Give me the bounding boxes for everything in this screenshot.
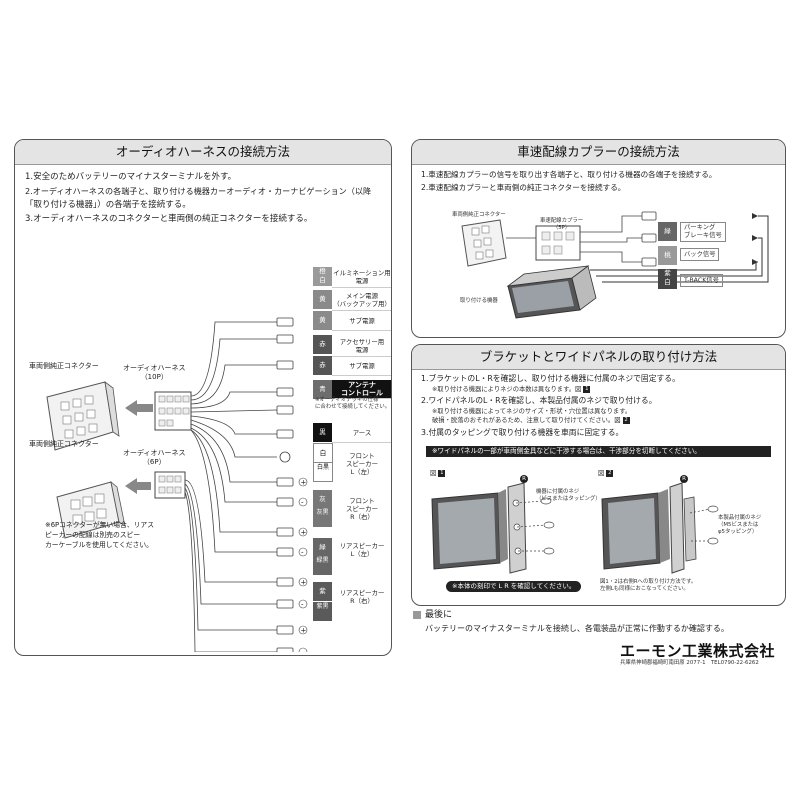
fig2-label-box: 2	[606, 469, 614, 477]
wire-color-0: 橙 白	[313, 267, 332, 286]
antenna-note: ※オーディオデッキの仕様 に合わせて接続してください。	[315, 397, 391, 410]
wire-color-6: 黒	[313, 423, 332, 442]
speaker-front-left-label: フロント スピーカー L（左）	[346, 452, 378, 476]
harness-wiring-diagram: + - + - + - + -	[46, 317, 308, 653]
lr-mark-note: ※本体の刻印で L R を確認してください。	[446, 581, 582, 592]
device-label: 取り付ける機器	[460, 298, 498, 304]
wire-function-0: イルミネーション用 電源	[332, 267, 391, 288]
signal-label-parking: パーキング ブレーキ信号	[680, 222, 726, 242]
vehicle-connector-6p-illustration	[56, 480, 126, 539]
fig1-label-text: 図	[430, 470, 437, 477]
bracket-title: ブラケットとワイドパネルの取り付け方法	[412, 345, 785, 370]
fig1-ref-box: 1	[583, 385, 591, 393]
wire-color-10: 灰黒	[313, 508, 332, 527]
wire-color-14: 紫黒	[313, 602, 332, 621]
svg-text:-: -	[301, 499, 304, 507]
wire-function-2: サブ電源	[332, 311, 391, 331]
audio-harness-title: オーディオハーネスの接続方法	[15, 140, 391, 165]
company-address: 兵庫県神崎郡福崎町南田原 2077-1 TEL0790-22-6262	[620, 660, 759, 666]
wire-color-11: 緑	[313, 538, 332, 557]
wire-function-3: アクセサリー用 電源	[332, 335, 391, 357]
bracket-step-1-note: ※取り付ける機器によりネジの本数は異なります。図 1	[432, 385, 591, 394]
fig1-label: 図 1	[430, 469, 446, 478]
signal-color-green: 緑	[658, 222, 677, 241]
wire-color-3: 赤	[313, 335, 332, 354]
fig-bottom-note: 図1・2は右側Rへの取り付け方法です。 左側Lも同様におこなってください。	[600, 579, 697, 592]
wire-function-5: アンテナ コントロール	[332, 380, 391, 399]
bracket-step-2-note-a: ※取り付ける機器によってネジのサイズ・形状・穴位置は異なります。	[432, 408, 632, 415]
final-text: バッテリーのマイナスターミナルを接続し、各電装品が正常に作動するか確認する。	[425, 624, 729, 633]
bracket-step-1-note-text: ※取り付ける機器によりネジの本数は異なります。図	[432, 386, 582, 393]
step-3: 3.オーディオハーネスのコネクターと車両側の純正コネクターを接続する。	[25, 214, 313, 224]
bracket-step-1: 1.ブラケットのL・Rを確認し、取り付ける機器に付属のネジで固定する。	[421, 374, 680, 383]
signal-label-tback: T-BACK信号	[680, 274, 723, 287]
vehicle-connector-label-bottom: 車両側純正コネクター	[29, 440, 99, 448]
speed-coupler-panel: 車速配線カプラーの接続方法 1.車速配線カプラーの信号を取り出す各端子と、取り付…	[411, 139, 786, 338]
bracket-step-2-note-b-text: 破損・脱落のおそれがあるため、注意して取り付けてください。図	[432, 417, 621, 424]
speed-step-2: 2.車速配線カプラーと車両側の純正コネクターを接続する。	[421, 183, 626, 192]
speed-coupler-diagram	[461, 211, 769, 319]
step-2: 2.オーディオハーネスの各端子と、取り付ける機器カーオーディオ・カーナビゲーショ…	[25, 186, 372, 196]
fig2-r-badge: R	[680, 475, 688, 483]
wire-color-4: 赤	[313, 356, 332, 375]
signal-color-purple-white: 紫 白	[658, 269, 677, 289]
wire-color-1: 黄	[313, 290, 332, 309]
fig2-label: 図 2	[598, 469, 614, 478]
signal-label-back: バック信号	[680, 248, 720, 261]
fig2-screw-note: 本製品付属のネジ （M5ビスまたは φ5タッピング）	[718, 515, 762, 535]
fig1-screw-note: 機器に付属のネジ （ビスまたはタッピング）	[536, 489, 601, 502]
final-square-icon	[413, 611, 421, 619]
step-1: 1.安全のためバッテリーのマイナスターミナルを外す。	[25, 172, 237, 182]
company-name: エーモン工業株式会社	[620, 642, 776, 660]
fig1-illustration	[431, 482, 555, 574]
bracket-step-2: 2.ワイドパネルのL・Rを確認し、本製品付属のネジで取り付ける。	[421, 396, 657, 405]
fig2-illustration	[601, 482, 719, 574]
step-2-cont: 「取り付ける機器」）の各端子を接続する。	[25, 200, 191, 210]
vehicle-connector-label-top: 車両側純正コネクター	[29, 362, 99, 370]
wire-function-6: アース	[332, 423, 391, 443]
speed-coupler-title: 車速配線カプラーの接続方法	[412, 140, 785, 165]
fig2-ref-box: 2	[622, 416, 630, 424]
wire-function-4: サブ電源	[332, 356, 391, 376]
wire-color-9: 灰	[313, 490, 332, 509]
wire-color-2: 黄	[313, 311, 332, 330]
harness-10p-label: オーディオハーネス （10P）	[123, 364, 186, 381]
bracket-step-2-note-b: 破損・脱落のおそれがあるため、注意して取り付けてください。図 2	[432, 416, 630, 425]
speed-step-1: 1.車速配線カプラーの信号を取り出す各端子と、取り付ける機器の各端子を接続する。	[421, 170, 717, 179]
wire-function-1: メイン電源 （バックアップ用）	[332, 290, 391, 311]
harness-6p-label: オーディオハーネス （6P）	[123, 449, 186, 466]
wire-color-7: 白	[313, 443, 333, 463]
svg-text:-: -	[301, 649, 304, 653]
svg-text:+: +	[301, 627, 307, 635]
audio-harness-panel: オーディオハーネスの接続方法 1.安全のためバッテリーのマイナスターミナルを外す…	[14, 139, 392, 656]
fig1-r-badge: R	[520, 475, 528, 483]
svg-text:+: +	[301, 479, 307, 487]
note-6p-connector: ※6Pコネクターが無い場合、リアス ピーカーの配線は別売のスピー カーケーブルを…	[45, 521, 155, 549]
speaker-front-right-label: フロント スピーカー R（右）	[346, 497, 378, 521]
speaker-rear-left-label: リアスピーカー L（左）	[339, 542, 385, 558]
wire-color-13: 紫	[313, 582, 332, 601]
wire-color-12: 緑黒	[313, 556, 332, 575]
interference-warning: ※ワイドパネルの一部が車両側金具などに干渉する場合は、干渉部分を切断してください…	[426, 446, 771, 457]
svg-text:-: -	[301, 601, 304, 609]
wire-color-8: 白黒	[313, 462, 333, 482]
vehicle-connector-10p-illustration	[46, 381, 120, 451]
svg-text:+: +	[301, 579, 307, 587]
bracket-panel: ブラケットとワイドパネルの取り付け方法 1.ブラケットのL・Rを確認し、取り付け…	[411, 344, 786, 606]
speed-vehicle-connector-label: 車両側純正コネクター	[452, 212, 506, 218]
wire-color-5: 青	[313, 380, 332, 399]
svg-text:-: -	[301, 549, 304, 557]
svg-text:+: +	[301, 529, 307, 537]
speaker-rear-right-label: リアスピーカー R（右）	[339, 589, 385, 605]
final-heading: 最後に	[425, 610, 453, 620]
fig1-label-box: 1	[438, 469, 446, 477]
fig2-label-text: 図	[598, 470, 605, 477]
signal-color-pink: 桃	[658, 246, 677, 265]
bracket-step-3: 3.付属のタッピングで取り付ける機器を車両に固定する。	[421, 428, 624, 437]
harness-10p-illustration	[154, 391, 192, 431]
coupler-label: 車速配線カプラー （5P）	[540, 218, 584, 231]
